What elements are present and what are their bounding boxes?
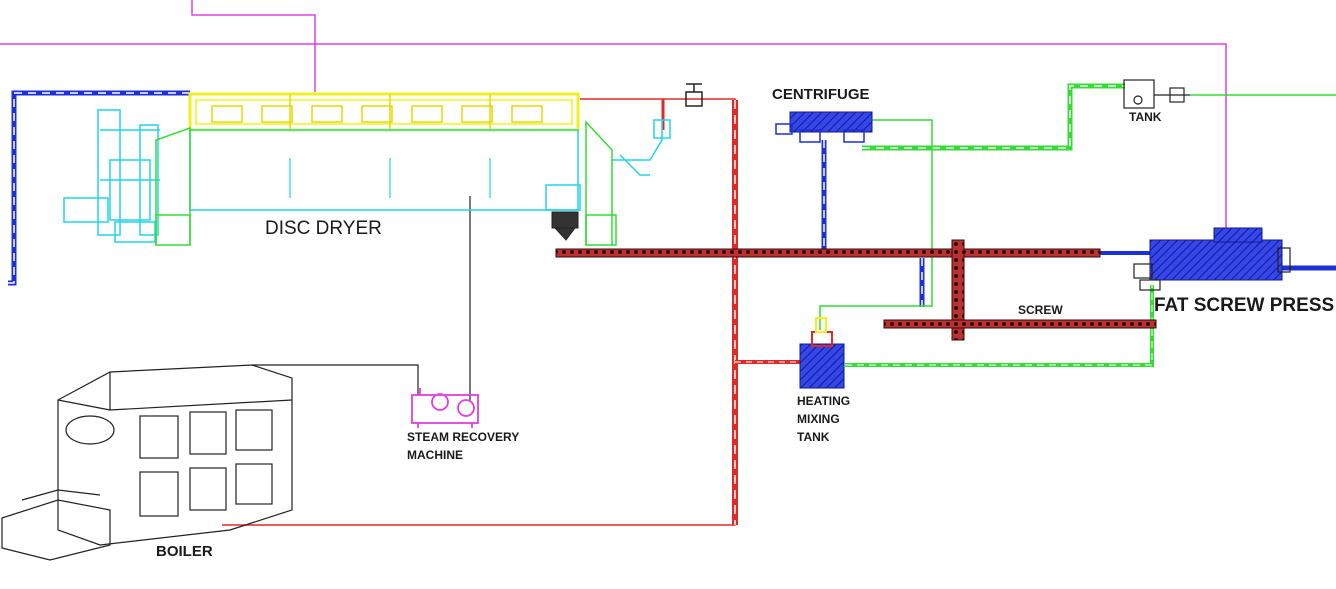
red-pipes: [222, 98, 800, 526]
tank: [1123, 79, 1190, 109]
heating-mixing-tank-label: HEATING MIXING TANK: [797, 392, 850, 446]
magenta-lines: [0, 0, 1227, 232]
disc-dryer-label: DISC DRYER: [265, 218, 382, 239]
green-pipes: [819, 83, 1336, 367]
steam-recovery-label-line1: STEAM RECOVERY: [407, 430, 520, 444]
boiler-label: BOILER: [156, 543, 213, 560]
heating-mixing-tank-label-line2: MIXING: [797, 412, 840, 426]
fat-screw-press: [1133, 227, 1291, 291]
heating-mixing-tank-label-line3: TANK: [797, 430, 830, 444]
screw-label: SCREW: [1018, 303, 1063, 317]
lower-screw: [883, 319, 1157, 329]
disc-dryer: [63, 83, 703, 246]
main-screw-conveyor: [555, 239, 1101, 341]
boiler: [1, 364, 293, 561]
steam-recovery-machine: [411, 388, 479, 428]
steam-recovery-label-line2: MACHINE: [407, 448, 463, 462]
steam-recovery-machine-label: STEAM RECOVERY MACHINE: [407, 428, 519, 464]
heating-mixing-tank: [799, 317, 845, 389]
fat-screw-press-label: FAT SCREW PRESS: [1154, 295, 1335, 316]
centrifuge-label: CENTRIFUGE: [772, 86, 870, 103]
heating-mixing-tank-label-line1: HEATING: [797, 394, 851, 408]
tank-label: TANK: [1129, 110, 1162, 124]
black-lines: [252, 196, 471, 402]
blue-pipes: [8, 90, 1336, 307]
centrifuge: [775, 111, 873, 143]
